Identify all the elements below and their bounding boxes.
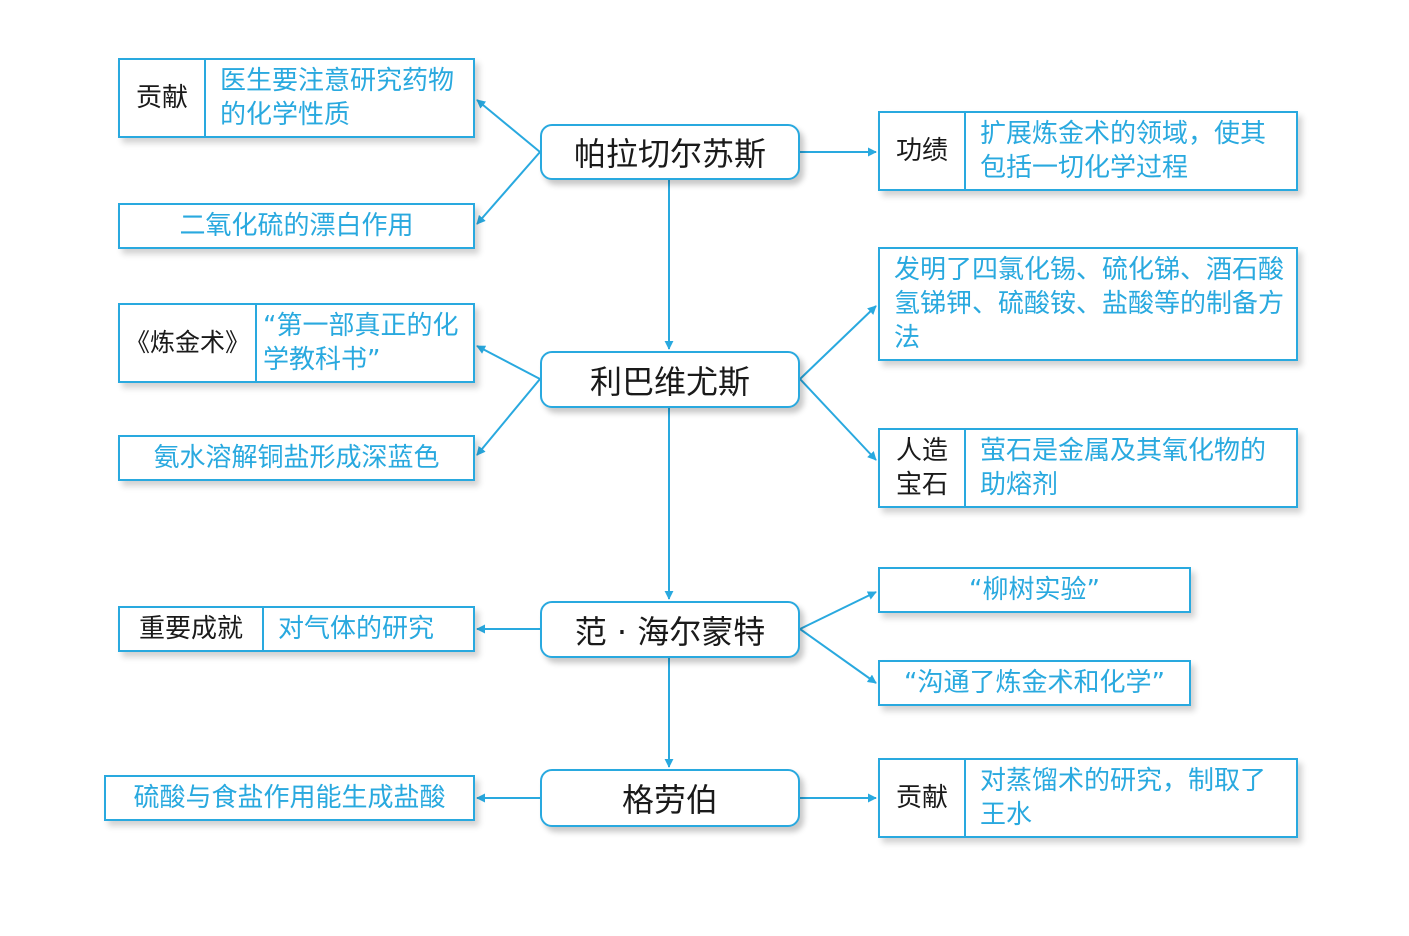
vanhelmont-achievement-box: 重要成就 对气体的研究 <box>118 606 475 652</box>
libavius-book-box: 《炼金术》 “第一部真正的化学教科书” <box>118 303 475 383</box>
arrow-vanhelmont-willow <box>799 591 877 630</box>
box-text: 硫酸与食盐作用能生成盐酸 <box>133 783 446 813</box>
box-text: 二氧化硫的漂白作用 <box>179 211 414 241</box>
libavius-gem-box: 人造宝石 萤石是金属及其氧化物的助熔剂 <box>878 428 1298 508</box>
box-text: 扩展炼金术的领域，使其包括一切化学过程 <box>980 119 1267 183</box>
box-label: 贡献 <box>880 760 966 836</box>
box-text: “柳树实验” <box>969 575 1100 605</box>
box-text: 对蒸馏术的研究，制取了王水 <box>980 766 1267 830</box>
node-paracelsus: 帕拉切尔苏斯 <box>540 124 800 180</box>
arrow-libavius-ammonia <box>476 378 541 456</box>
arrow-libavius-gem <box>799 378 877 461</box>
node-glauber: 格劳伯 <box>540 769 800 827</box>
paracelsus-achievement-box: 功绩 扩展炼金术的领域，使其包括一切化学过程 <box>878 111 1298 191</box>
paracelsus-so2-box: 二氧化硫的漂白作用 <box>118 203 475 249</box>
box-text: 对气体的研究 <box>278 614 435 644</box>
libavius-invention-box: 发明了四氯化锡、硫化锑、酒石酸氢锑钾、硫酸铵、盐酸等的制备方法 <box>878 247 1298 361</box>
libavius-ammonia-box: 氨水溶解铜盐形成深蓝色 <box>118 435 475 481</box>
node-vanhelmont: 范 · 海尔蒙特 <box>540 601 800 658</box>
vanhelmont-willow-box: “柳树实验” <box>878 567 1191 613</box>
arrow-paracelsus-contribution <box>476 99 541 153</box>
arrow-libavius-invention <box>799 305 877 380</box>
arrow-vanhelmont-bridge <box>799 628 877 684</box>
glauber-hcl-box: 硫酸与食盐作用能生成盐酸 <box>104 775 475 821</box>
box-label: 贡献 <box>120 60 206 136</box>
box-label: 人造宝石 <box>880 430 966 506</box>
box-label: 功绩 <box>880 113 966 189</box>
box-text: 医生要注意研究药物的化学性质 <box>220 66 455 130</box>
vanhelmont-bridge-box: “沟通了炼金术和化学” <box>878 660 1191 706</box>
box-text: “沟通了炼金术和化学” <box>904 668 1165 698</box>
box-text: “第一部真正的化学教科书” <box>263 311 459 375</box>
glauber-contribution-box: 贡献 对蒸馏术的研究，制取了王水 <box>878 758 1298 838</box>
box-text: 氨水溶解铜盐形成深蓝色 <box>153 443 440 473</box>
arrow-libavius-book <box>476 345 541 380</box>
box-label: 《炼金术》 <box>120 305 257 381</box>
box-text: 萤石是金属及其氧化物的助熔剂 <box>980 436 1267 500</box>
node-libavius: 利巴维尤斯 <box>540 351 800 408</box>
box-label: 重要成就 <box>120 608 264 650</box>
arrow-paracelsus-so2 <box>476 151 541 225</box>
paracelsus-contribution-box: 贡献 医生要注意研究药物的化学性质 <box>118 58 475 138</box>
box-text: 发明了四氯化锡、硫化锑、酒石酸氢锑钾、硫酸铵、盐酸等的制备方法 <box>894 255 1285 353</box>
